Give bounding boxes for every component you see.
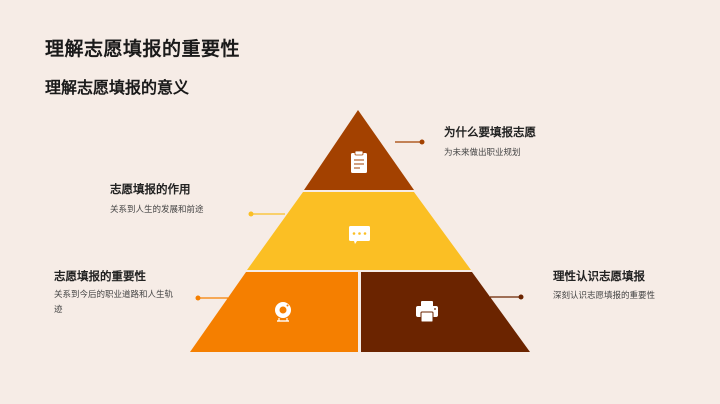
pyramid-bottom-left-tier[interactable] (190, 272, 358, 352)
label-bottom-left-title: 志愿填报的重要性 (54, 269, 146, 283)
connector-middle (248, 211, 285, 217)
page-subtitle: 理解志愿填报的意义 (45, 78, 190, 97)
connector-bottom-right (490, 294, 524, 300)
pyramid-bottom-right-tier[interactable] (361, 272, 530, 352)
chat-bubble-icon (349, 226, 370, 244)
page-title: 理解志愿填报的重要性 (45, 38, 241, 60)
label-middle-title: 志愿填报的作用 (110, 182, 191, 196)
label-top: 为什么要填报志愿 为未来做出职业规划 (444, 124, 536, 161)
label-top-desc: 为未来做出职业规划 (444, 148, 521, 158)
pyramid-top-tier[interactable] (304, 110, 414, 190)
label-bottom-left-desc: 关系到今后的职业道路和人生轨迹 (54, 290, 174, 315)
clipboard-icon (351, 150, 367, 173)
label-middle: 志愿填报的作用 关系到人生的发展和前途 (110, 181, 204, 218)
printer-icon (416, 301, 438, 323)
label-bottom-right-title: 理性认识志愿填报 (553, 269, 645, 283)
label-bottom-left: 志愿填报的重要性 关系到今后的职业道路和人生轨迹 (54, 268, 178, 318)
label-middle-desc: 关系到人生的发展和前途 (110, 205, 204, 215)
connector-top (395, 139, 425, 145)
label-top-title: 为什么要填报志愿 (444, 125, 536, 139)
connector-bottom-left (195, 295, 228, 301)
webcam-icon (275, 302, 291, 322)
label-bottom-right-desc: 深刻认识志愿填报的重要性 (553, 291, 656, 301)
label-bottom-right: 理性认识志愿填报 深刻认识志愿填报的重要性 (553, 268, 655, 304)
